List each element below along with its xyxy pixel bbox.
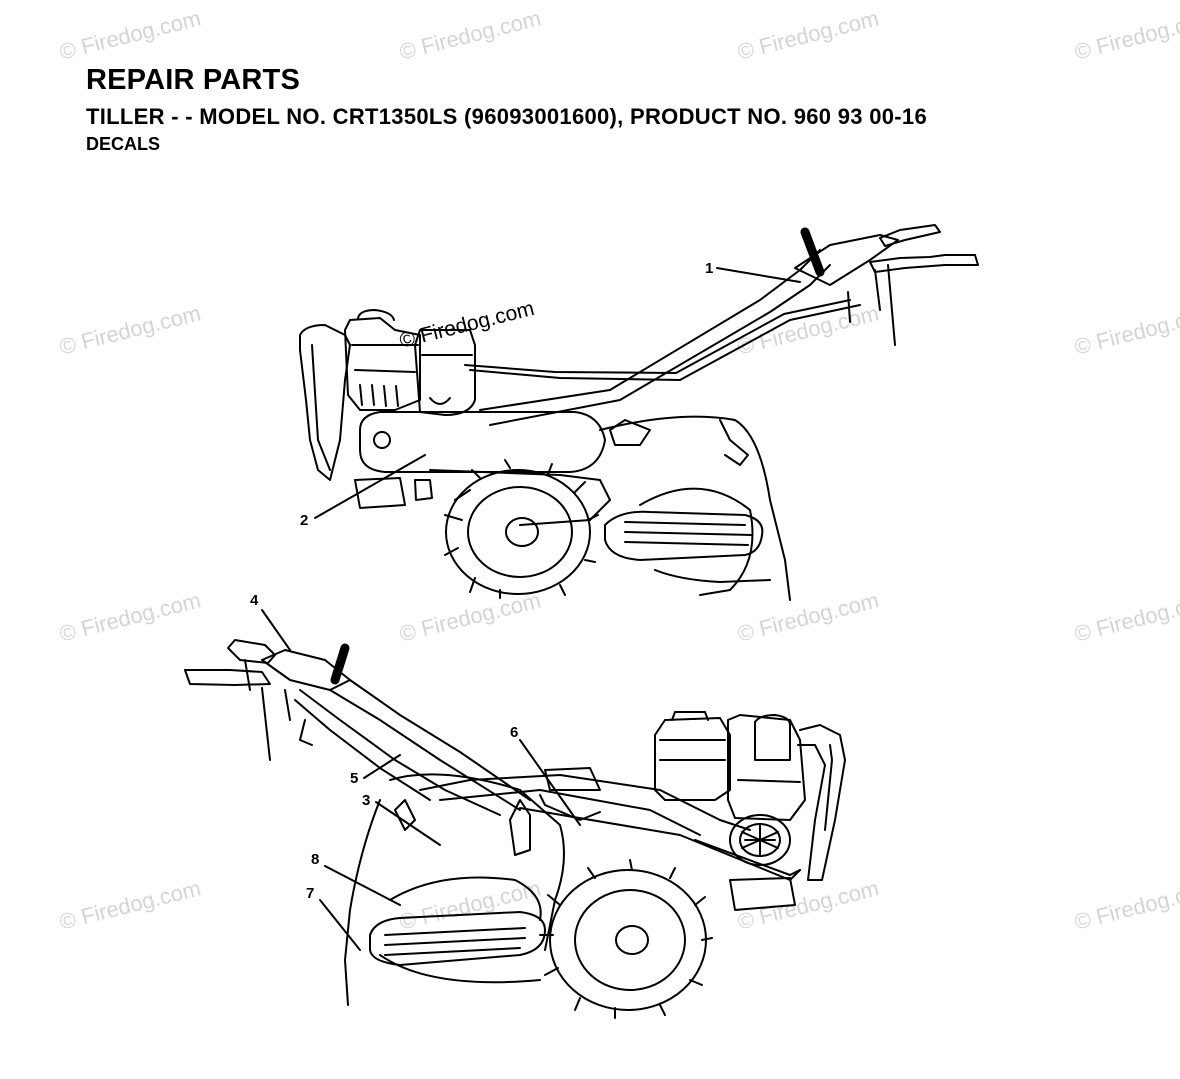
leader-lines bbox=[261, 267, 801, 951]
callout-8: 8 bbox=[311, 851, 320, 868]
callout-4: 4 bbox=[250, 592, 259, 609]
callout-1: 1 bbox=[705, 260, 714, 277]
model-subtitle: TILLER - - MODEL NO. CRT1350LS (96093001… bbox=[86, 104, 927, 129]
leader-6 bbox=[519, 739, 581, 826]
leader-5 bbox=[363, 754, 401, 779]
leader-3 bbox=[375, 801, 441, 846]
leader-2 bbox=[314, 454, 426, 519]
callout-7: 7 bbox=[306, 885, 315, 902]
tiller-bottom-view bbox=[184, 639, 846, 1019]
section-title: DECALS bbox=[86, 134, 161, 154]
callout-5: 5 bbox=[350, 770, 359, 787]
leader-8 bbox=[324, 865, 401, 906]
leader-1 bbox=[716, 267, 801, 283]
callout-6: 6 bbox=[510, 724, 519, 741]
callout-3: 3 bbox=[362, 792, 371, 809]
page-title: REPAIR PARTS bbox=[86, 64, 301, 96]
leader-7 bbox=[319, 899, 361, 951]
callout-2: 2 bbox=[300, 512, 309, 529]
tiller-top-view bbox=[299, 224, 979, 601]
leader-4 bbox=[261, 609, 291, 651]
